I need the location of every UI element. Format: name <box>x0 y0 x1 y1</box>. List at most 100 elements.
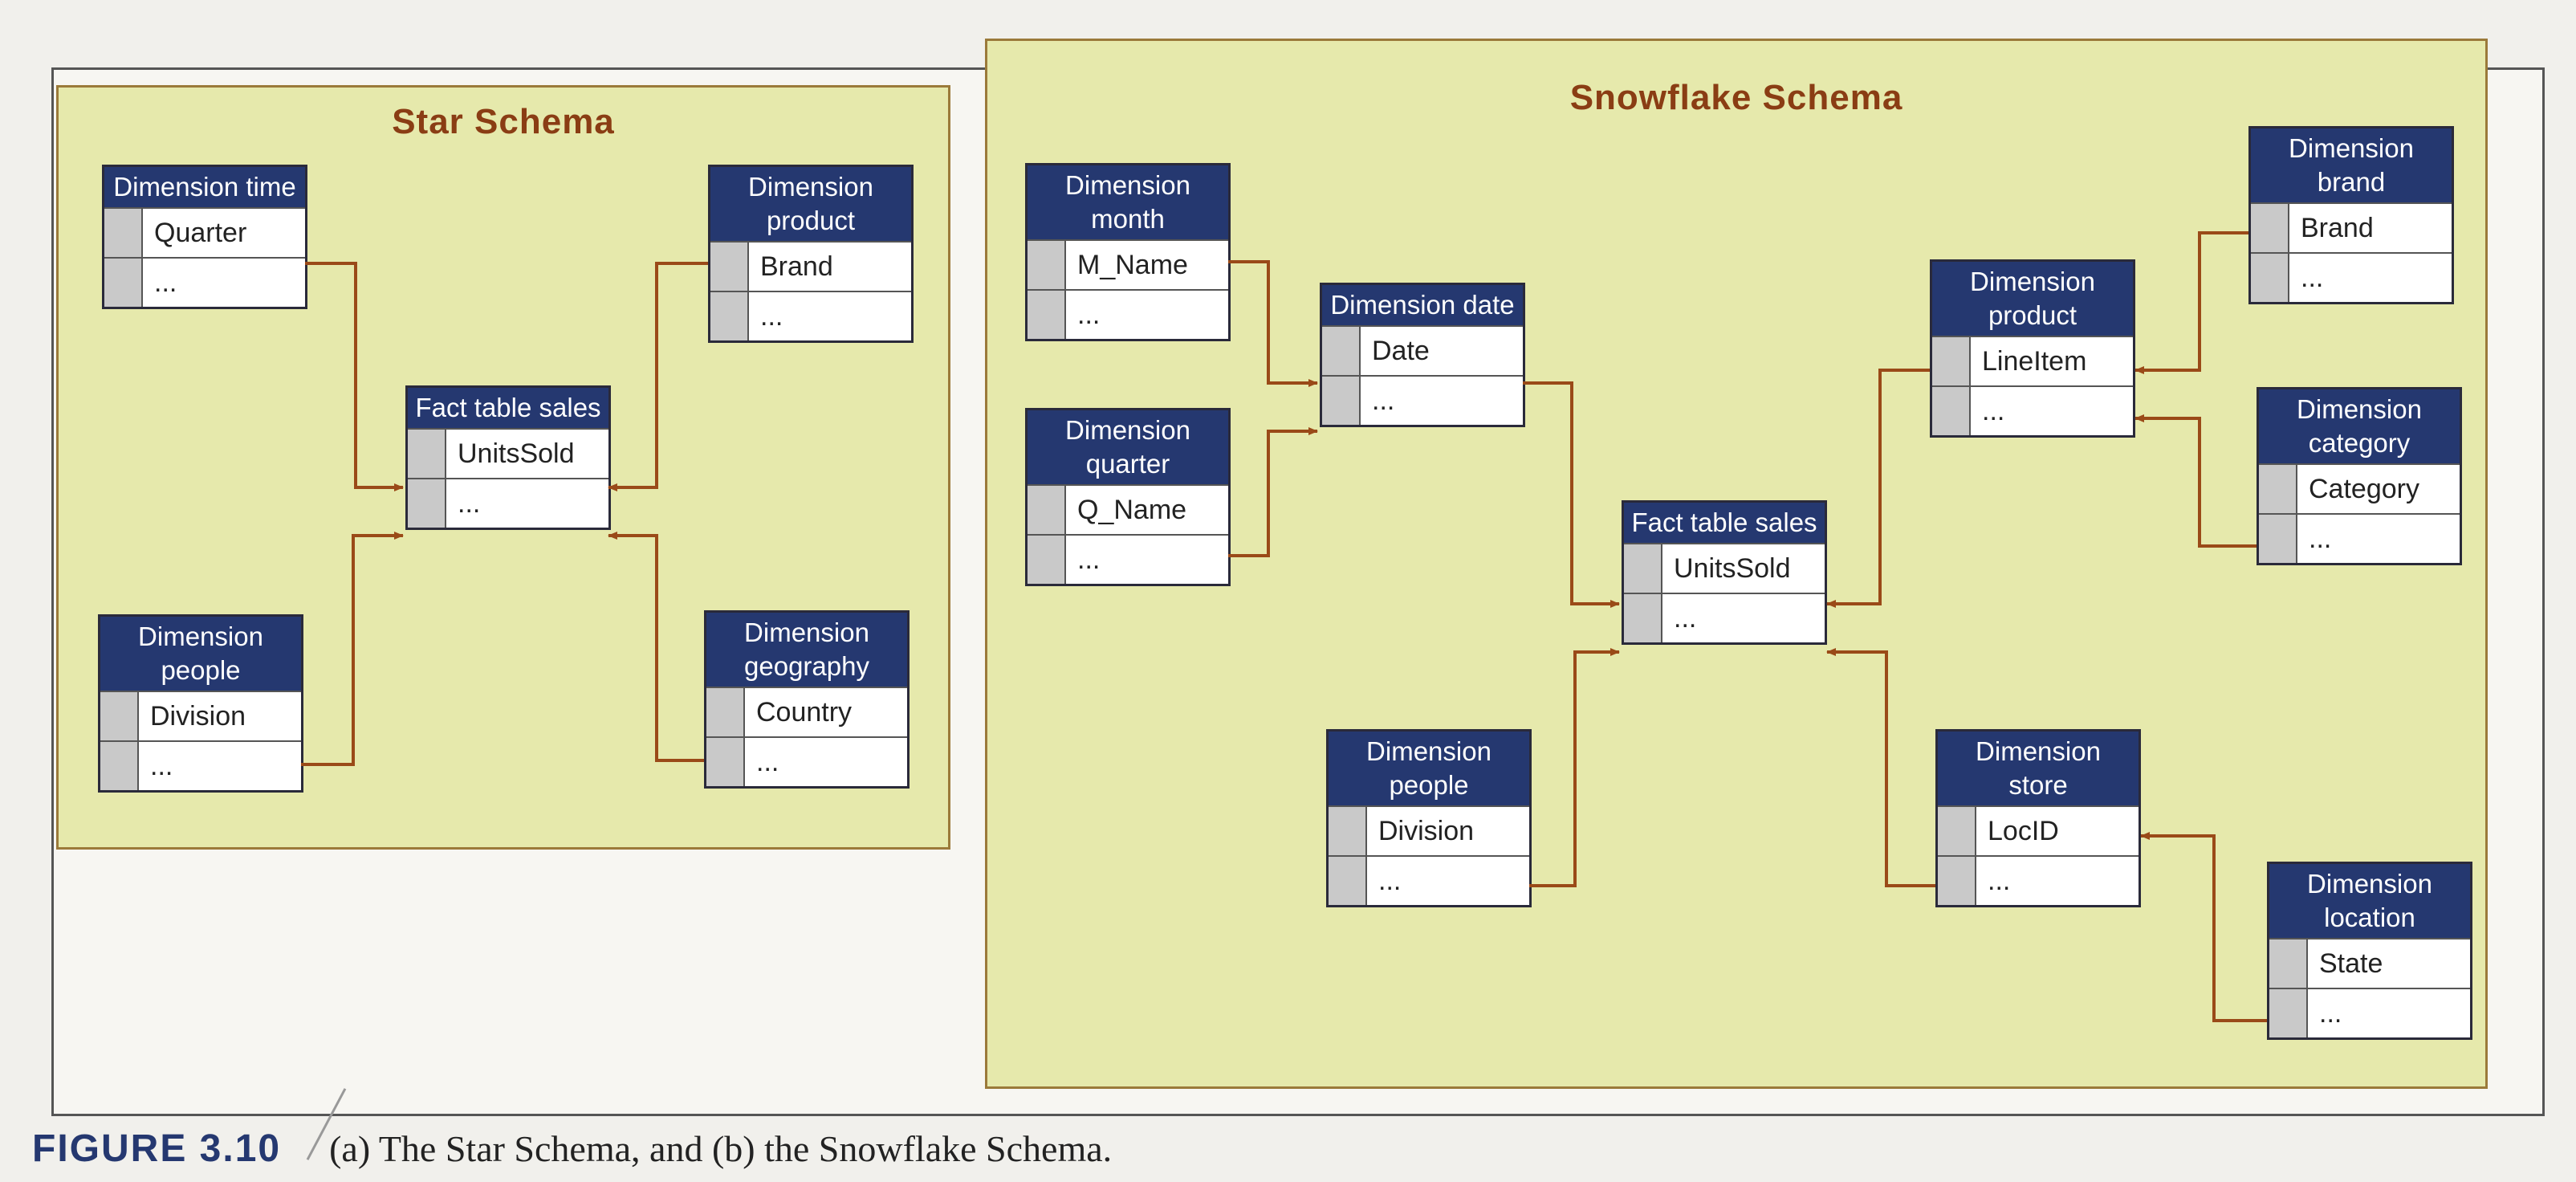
snowflake-dimension-people-table: Dimension people Division ... <box>1326 729 1532 907</box>
key-cell <box>1028 291 1066 339</box>
table-header: Dimension month <box>1028 165 1228 239</box>
table-row: ... <box>408 478 608 528</box>
table-header: Dimension product <box>1932 262 2133 336</box>
snowflake-dimension-category-table: Dimension category Category ... <box>2257 387 2462 565</box>
table-row: ... <box>2259 513 2460 563</box>
key-cell <box>1932 337 1971 385</box>
table-row: ... <box>1028 289 1228 339</box>
table-row: ... <box>1028 534 1228 584</box>
star-dimension-geography-table: Dimension geography Country ... <box>704 610 910 789</box>
table-header: Dimension date <box>1322 285 1523 325</box>
key-cell <box>710 292 749 340</box>
figure-label: FIGURE 3.10 <box>32 1127 282 1170</box>
field-cell: ... <box>1378 866 1402 896</box>
snowflake-dimension-store-table: Dimension store LocID ... <box>1935 729 2141 907</box>
snowflake-dimension-location-table: Dimension location State ... <box>2267 862 2472 1040</box>
snowflake-dimension-product-table: Dimension product LineItem ... <box>1930 259 2135 438</box>
table-row: ... <box>2251 252 2452 302</box>
key-cell <box>408 479 446 528</box>
field-cell: Date <box>1372 336 1430 366</box>
table-header: Dimension time <box>104 167 305 207</box>
field-cell: ... <box>458 488 481 519</box>
snowflake-schema-title: Snowflake Schema <box>1569 78 1903 117</box>
figure-caption: FIGURE 3.10 (a) The Star Schema, and (b)… <box>32 1120 1112 1176</box>
table-row: Category <box>2259 463 2460 513</box>
key-cell <box>1938 857 1976 905</box>
field-cell: ... <box>1077 544 1101 575</box>
key-cell <box>1329 857 1367 905</box>
star-fact-table-sales: Fact table sales UnitsSold ... <box>405 385 611 530</box>
field-cell: UnitsSold <box>458 438 575 469</box>
star-dimension-product-table: Dimension product Brand ... <box>708 165 914 343</box>
field-cell: Q_Name <box>1077 495 1187 525</box>
key-cell <box>1028 536 1066 584</box>
table-row: M_Name <box>1028 239 1228 289</box>
field-cell: UnitsSold <box>1674 553 1791 584</box>
snowflake-fact-table-sales: Fact table sales UnitsSold ... <box>1622 500 1827 645</box>
key-cell <box>2251 254 2289 302</box>
field-cell: Country <box>756 697 853 728</box>
table-header: Dimension category <box>2259 389 2460 463</box>
table-row: Country <box>706 687 907 736</box>
key-cell <box>2259 465 2297 513</box>
table-row: ... <box>706 736 907 786</box>
star-dimension-people-table: Dimension people Division ... <box>98 614 303 793</box>
table-row: ... <box>1322 375 1523 425</box>
table-row: UnitsSold <box>408 428 608 478</box>
field-cell: ... <box>1372 385 1395 416</box>
key-cell <box>2251 204 2289 252</box>
field-cell: M_Name <box>1077 250 1188 280</box>
key-cell <box>706 738 745 786</box>
table-header: Dimension people <box>100 617 301 691</box>
field-cell: ... <box>2319 998 2342 1029</box>
table-row: Division <box>1329 805 1529 855</box>
star-dimension-time-table: Dimension time Quarter ... <box>102 165 307 309</box>
key-cell <box>104 209 143 257</box>
field-cell: ... <box>154 267 177 298</box>
key-cell <box>1028 241 1066 289</box>
table-header: Fact table sales <box>1624 503 1825 543</box>
key-cell <box>1322 327 1361 375</box>
table-header: Dimension store <box>1938 732 2139 805</box>
table-row: ... <box>1932 385 2133 435</box>
key-cell <box>1624 594 1662 642</box>
key-cell <box>1938 807 1976 855</box>
table-row: LineItem <box>1932 336 2133 385</box>
table-row: Brand <box>2251 202 2452 252</box>
table-header: Dimension location <box>2269 864 2470 938</box>
table-row: ... <box>710 291 911 340</box>
key-cell <box>2269 989 2308 1037</box>
field-cell: Brand <box>2301 213 2374 243</box>
table-row: ... <box>1329 855 1529 905</box>
field-cell: ... <box>2309 524 2332 554</box>
table-row: Quarter <box>104 207 305 257</box>
key-cell <box>1932 387 1971 435</box>
key-cell <box>100 692 139 740</box>
key-cell <box>1624 544 1662 593</box>
caption-text: (a) The Star Schema, and (b) the Snowfla… <box>329 1127 1113 1169</box>
snowflake-dimension-brand-table: Dimension brand Brand ... <box>2248 126 2454 304</box>
field-cell: LineItem <box>1982 346 2087 377</box>
field-cell: Division <box>150 701 246 732</box>
star-schema-title: Star Schema <box>392 102 615 141</box>
table-header: Dimension brand <box>2251 128 2452 202</box>
table-row: Brand <box>710 241 911 291</box>
key-cell <box>104 259 143 307</box>
key-cell <box>710 243 749 291</box>
key-cell <box>1028 486 1066 534</box>
field-cell: Brand <box>760 251 833 282</box>
table-row: Q_Name <box>1028 484 1228 534</box>
field-cell: ... <box>1077 300 1101 330</box>
table-header: Dimension product <box>710 167 911 241</box>
table-row: Date <box>1322 325 1523 375</box>
table-row: State <box>2269 938 2470 988</box>
field-cell: ... <box>1988 866 2011 896</box>
field-cell: ... <box>150 751 173 781</box>
key-cell <box>408 430 446 478</box>
key-cell <box>100 742 139 790</box>
table-row: ... <box>1624 593 1825 642</box>
field-cell: Category <box>2309 474 2419 504</box>
field-cell: ... <box>2301 263 2324 293</box>
table-header: Dimension people <box>1329 732 1529 805</box>
field-cell: Quarter <box>154 218 247 248</box>
